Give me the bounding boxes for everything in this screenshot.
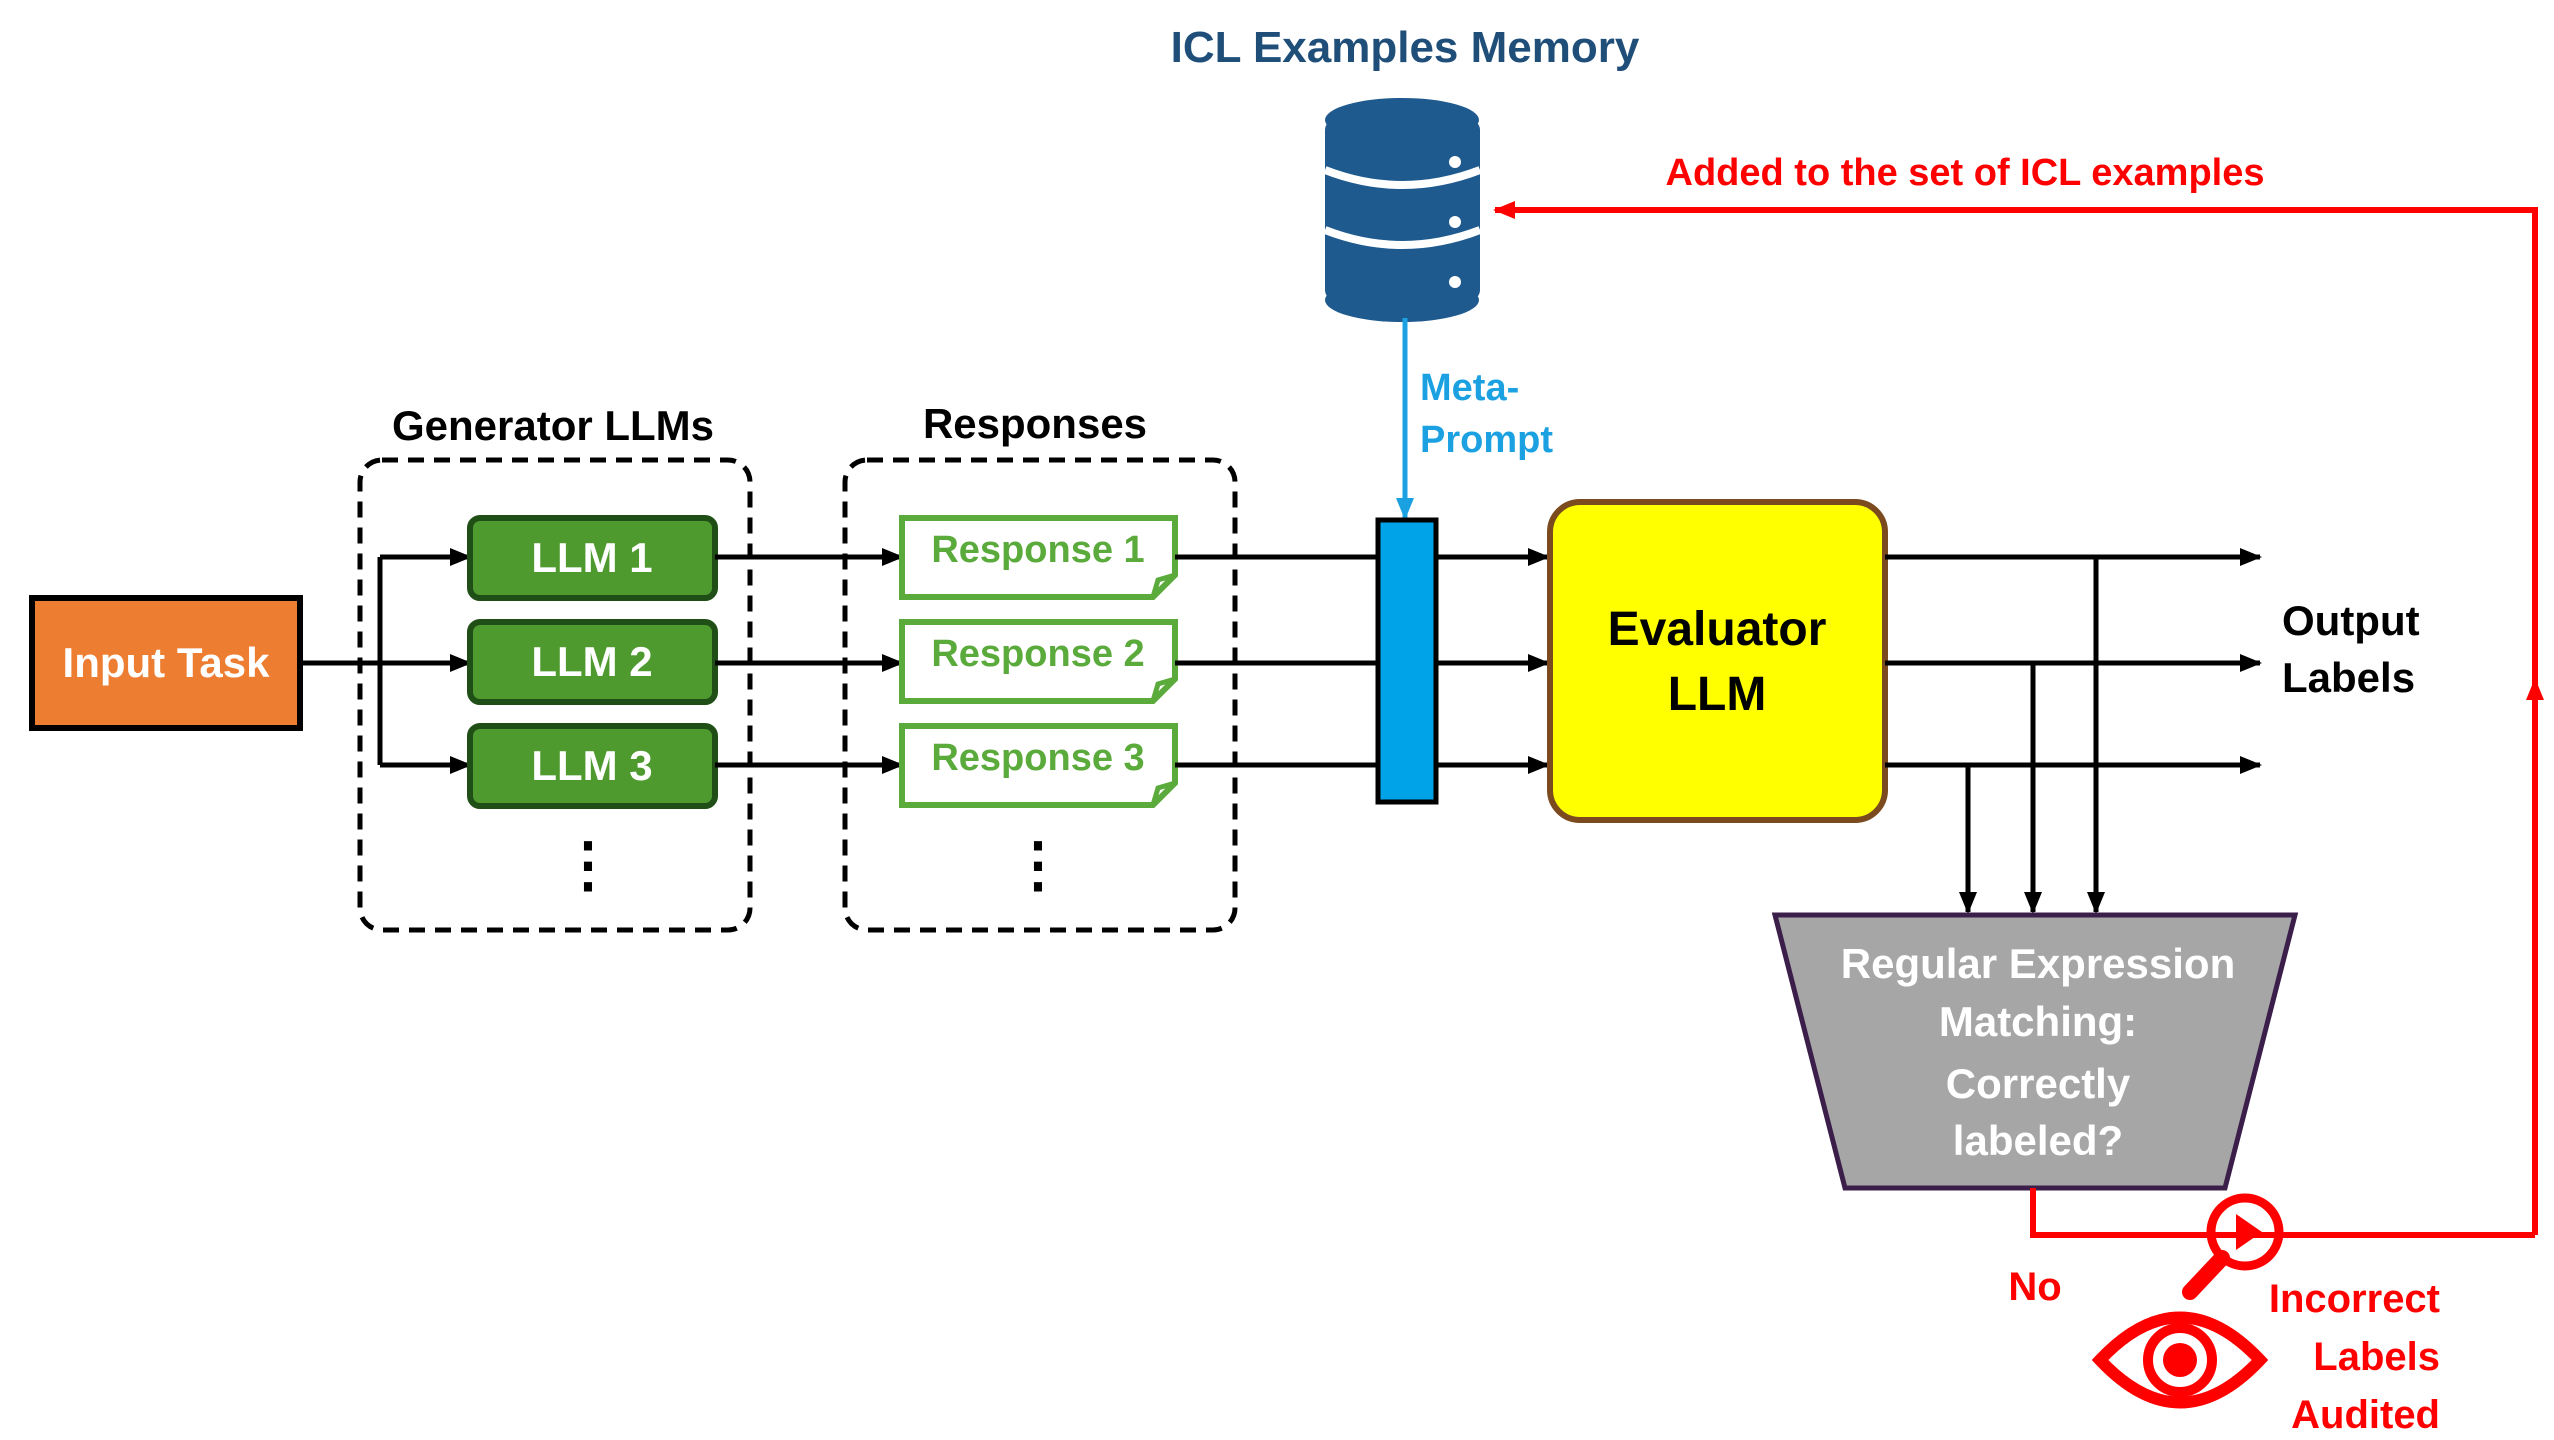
response-3-label: Response 3 — [931, 737, 1144, 779]
bar-evaluator-arrows — [1436, 548, 1550, 774]
audit-label-3: Audited — [2291, 1393, 2440, 1437]
response-1-doc: Response 1 — [899, 515, 1178, 600]
input-task-label: Input Task — [63, 639, 271, 686]
regex-label-3: Correctly — [1946, 1060, 2131, 1107]
response-2-doc: Response 2 — [899, 619, 1178, 704]
generators-group — [357, 457, 753, 933]
regex-label-2: Matching: — [1939, 998, 2137, 1045]
response-bar-lines — [1175, 554, 1378, 768]
llm-response-arrows — [715, 548, 904, 774]
eye-icon — [2091, 1311, 2269, 1409]
memory-title: ICL Examples Memory — [1171, 23, 1640, 72]
llm-3-box: LLM 3 — [467, 723, 718, 809]
generators-title: Generator LLMs — [392, 402, 714, 449]
no-path — [2030, 1188, 2535, 1238]
audit-label-1: Incorrect — [2269, 1277, 2440, 1321]
llm-1-box: LLM 1 — [467, 515, 718, 601]
input-task-box: Input Task — [29, 595, 303, 731]
responses-title: Responses — [923, 400, 1147, 447]
llm-3-label: LLM 3 — [531, 742, 652, 789]
output-label-2: Labels — [2282, 654, 2415, 701]
llm-2-box: LLM 2 — [467, 619, 718, 705]
magnifier-icon — [2182, 1193, 2284, 1300]
database-icon — [1323, 98, 1482, 322]
evaluator-label-2: LLM — [1668, 668, 1767, 721]
evaluator-box: Evaluator LLM — [1547, 499, 1888, 823]
no-label: No — [2008, 1265, 2061, 1309]
regex-label-1: Regular Expression — [1841, 940, 2235, 987]
llm-2-label: LLM 2 — [531, 638, 652, 685]
evaluator-output-arrows — [1885, 548, 2262, 774]
response-2-label: Response 2 — [931, 633, 1144, 675]
input-connectors — [300, 548, 472, 774]
generators-ellipsis: ⋮ — [558, 831, 618, 898]
feedback-label: Added to the set of ICL examples — [1666, 152, 2265, 194]
evaluator-label-1: Evaluator — [1608, 603, 1827, 656]
meta-prompt-label-1: Meta- — [1420, 367, 1519, 409]
regex-label-4: labeled? — [1953, 1117, 2123, 1164]
responses-ellipsis: ⋮ — [1008, 831, 1068, 898]
audit-label-2: Labels — [2313, 1335, 2440, 1379]
meta-prompt-label-2: Prompt — [1420, 419, 1553, 461]
regex-input-arrows — [1959, 557, 2105, 914]
llm-1-label: LLM 1 — [531, 534, 652, 581]
regex-matcher: Regular Expression Matching: Correctly l… — [1771, 912, 2299, 1191]
output-label-1: Output — [2282, 597, 2420, 644]
responses-group — [842, 457, 1238, 933]
response-3-doc: Response 3 — [899, 723, 1178, 808]
meta-prompt-bar — [1375, 517, 1439, 805]
response-1-label: Response 1 — [931, 529, 1144, 571]
